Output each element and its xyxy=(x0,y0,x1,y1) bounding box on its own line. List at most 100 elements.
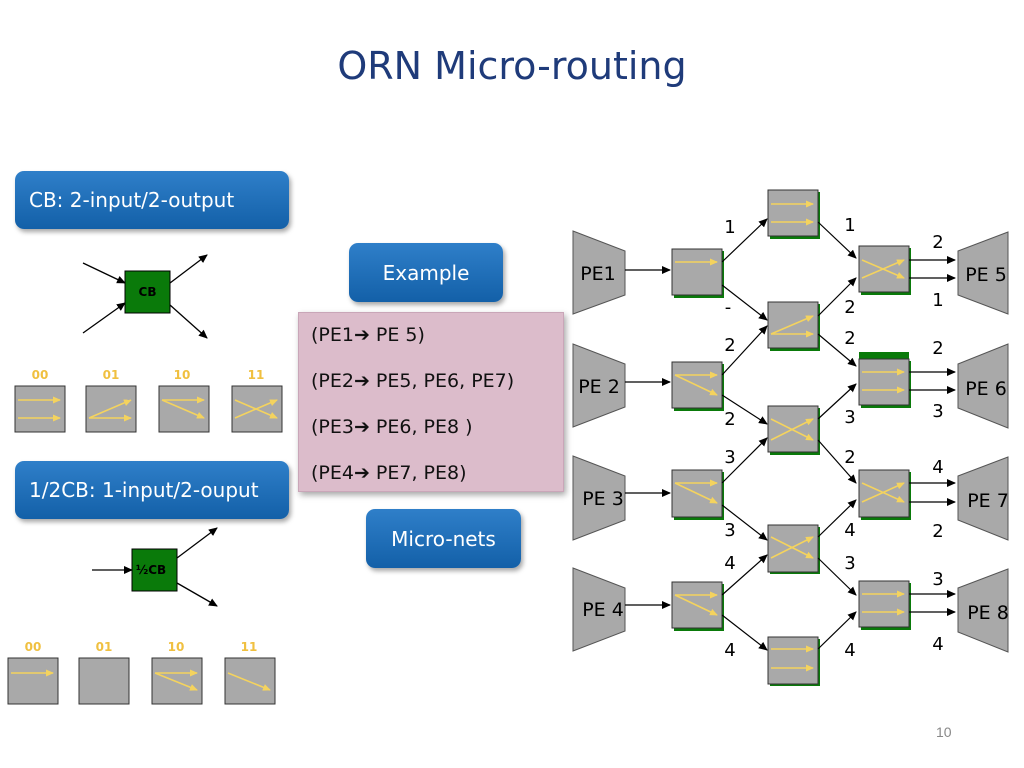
route-src: (PE3 xyxy=(311,416,354,438)
svg-text:2: 2 xyxy=(844,297,855,318)
svg-text:3: 3 xyxy=(932,401,943,422)
halfcb-box-label: ½CB xyxy=(136,563,166,577)
page-number: 10 xyxy=(936,724,952,740)
cb-state-01 xyxy=(85,385,137,433)
output-pe: PE 8 xyxy=(957,568,1009,653)
stage1-switch xyxy=(767,189,820,239)
svg-text:2: 2 xyxy=(932,232,943,253)
cb-state-label: 00 xyxy=(32,368,49,382)
svg-text:PE1: PE1 xyxy=(580,263,616,285)
svg-text:-: - xyxy=(725,297,732,318)
input-pe: PE 2 xyxy=(572,343,626,428)
svg-text:2: 2 xyxy=(724,409,735,430)
cb-state-11 xyxy=(231,385,283,433)
route-item: (PE4➔ PE7, PE8) xyxy=(311,457,563,503)
cb-state-label: 10 xyxy=(174,368,191,382)
svg-text:2: 2 xyxy=(844,328,855,349)
svg-text:4: 4 xyxy=(724,640,735,661)
cb-box-label: CB xyxy=(139,285,157,299)
stage1-input-labels: 1 - 2 2 3 3 4 4 xyxy=(724,217,735,661)
svg-text:PE 3: PE 3 xyxy=(582,488,624,510)
route-item: (PE3➔ PE6, PE8 ) xyxy=(311,411,563,457)
stage2-switch xyxy=(858,352,911,408)
svg-text:1: 1 xyxy=(844,215,855,236)
route-src: (PE1 xyxy=(311,324,354,346)
svg-text:4: 4 xyxy=(844,520,855,541)
route-item: (PE2➔ PE5, PE6, PE7) xyxy=(311,365,563,411)
output-labels: 2 1 2 3 4 2 3 4 xyxy=(932,232,943,655)
input-pe: PE1 xyxy=(572,230,626,315)
stage0-switch xyxy=(671,248,724,298)
input-pe: PE 3 xyxy=(572,455,626,541)
halfcb-state-label: 11 xyxy=(241,640,258,654)
stage1-switch xyxy=(767,636,820,686)
svg-text:3: 3 xyxy=(932,569,943,590)
cb-state-10 xyxy=(158,385,210,433)
halfcb-state-label: 00 xyxy=(25,640,42,654)
route-src: (PE4 xyxy=(311,462,354,484)
output-pe: PE 5 xyxy=(957,231,1009,315)
route-dst: PE7, PE8) xyxy=(369,462,467,484)
halfcb-state-01 xyxy=(78,657,130,705)
svg-text:PE 5: PE 5 xyxy=(965,264,1007,286)
halfcb-state-10 xyxy=(151,657,203,705)
halfcb-state-label: 01 xyxy=(96,640,113,654)
arrow-right-icon: ➔ xyxy=(353,416,370,438)
halfcb-symbol: ½CB xyxy=(92,527,218,607)
svg-text:2: 2 xyxy=(932,521,943,542)
route-src: (PE2 xyxy=(311,370,354,392)
arrow-right-icon: ➔ xyxy=(353,370,370,392)
svg-text:PE 4: PE 4 xyxy=(582,599,624,621)
route-item: (PE1➔ PE 5) xyxy=(311,319,563,365)
halfcb-label-box: 1/2CB: 1-input/2-ouput xyxy=(15,461,289,519)
stage0-switch xyxy=(671,581,724,631)
halfcb-state-label: 10 xyxy=(168,640,185,654)
svg-text:3: 3 xyxy=(844,553,855,574)
stage1-switch xyxy=(767,301,820,351)
output-pe: PE 6 xyxy=(957,343,1009,429)
route-dst: PE5, PE6, PE7) xyxy=(369,370,515,392)
cb-state-00 xyxy=(14,385,66,433)
links-stage1-2 xyxy=(817,221,857,650)
svg-text:2: 2 xyxy=(724,335,735,356)
route-dst: PE 5) xyxy=(369,324,425,346)
halfcb-state-00 xyxy=(7,657,59,705)
cb-symbol: CB xyxy=(82,254,208,339)
arrow-right-icon: ➔ xyxy=(353,324,370,346)
links-stage0-1 xyxy=(721,218,768,651)
svg-text:PE 2: PE 2 xyxy=(578,376,620,398)
svg-text:PE 8: PE 8 xyxy=(967,602,1009,624)
svg-text:3: 3 xyxy=(724,447,735,468)
svg-text:4: 4 xyxy=(932,634,943,655)
stage0-switch xyxy=(671,469,724,520)
stage2-switch xyxy=(858,469,911,520)
stage1-switch xyxy=(767,524,820,574)
cb-state-label: 11 xyxy=(248,368,265,382)
svg-text:3: 3 xyxy=(724,520,735,541)
svg-text:PE 7: PE 7 xyxy=(967,490,1009,512)
svg-text:4: 4 xyxy=(932,457,943,478)
slide-title: ORN Micro-routing xyxy=(337,44,687,88)
input-pe: PE 4 xyxy=(572,567,626,652)
halfcb-state-11 xyxy=(224,657,276,705)
route-dst: PE6, PE8 ) xyxy=(369,416,473,438)
svg-text:PE 6: PE 6 xyxy=(965,378,1007,400)
route-list: (PE1➔ PE 5) (PE2➔ PE5, PE6, PE7) (PE3➔ P… xyxy=(298,312,564,492)
stage2-input-labels: 1 2 2 3 2 4 3 4 xyxy=(844,215,855,661)
svg-text:2: 2 xyxy=(844,447,855,468)
stage2-switch xyxy=(858,580,911,630)
svg-text:3: 3 xyxy=(844,407,855,428)
cb-state-label: 01 xyxy=(103,368,120,382)
micronets-box: Micro-nets xyxy=(366,509,521,568)
svg-text:1: 1 xyxy=(724,217,735,238)
stage1-switch xyxy=(767,405,820,455)
arrow-right-icon: ➔ xyxy=(353,462,370,484)
example-box: Example xyxy=(349,243,503,302)
stage2-switch xyxy=(858,245,911,295)
links-output xyxy=(909,256,956,616)
svg-text:2: 2 xyxy=(932,338,943,359)
svg-text:4: 4 xyxy=(724,553,735,574)
stage0-switch xyxy=(671,361,724,411)
svg-text:1: 1 xyxy=(932,290,943,311)
